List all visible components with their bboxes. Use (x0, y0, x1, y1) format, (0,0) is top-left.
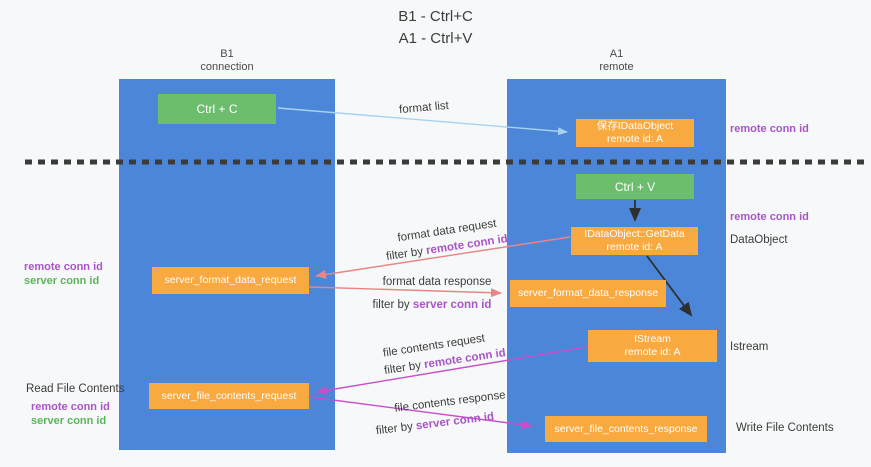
left-remote-conn-id-1: remote conn id (24, 261, 103, 273)
diagram-title: B1 - Ctrl+C A1 - Ctrl+V (0, 6, 871, 50)
lane-a1-role: remote (599, 61, 634, 73)
server-file-contents-response-box: server_file_contents_response (545, 416, 707, 442)
lane-a1-name: A1 (609, 48, 624, 60)
filter-by-text: filter by (372, 299, 413, 311)
ctrl-c-box: Ctrl + C (158, 94, 276, 124)
server-file-contents-request-box: server_file_contents_request (149, 383, 309, 409)
read-file-contents-label: Read File Contents (26, 383, 125, 395)
left-conn-id-block-1: remote conn id server conn id (24, 261, 103, 288)
server-format-data-request-box: server_format_data_request (152, 267, 309, 294)
istream-line2: remote id: A (624, 346, 681, 358)
getdata-line1: IDataObject::GetData (584, 228, 685, 240)
file-contents-response-filter-label: filter by server conn id (375, 411, 494, 437)
server-format-data-response-box: server_format_data_response (510, 280, 666, 307)
getdata-line2: remote id: A (606, 241, 663, 253)
format-list-label: format list (398, 99, 450, 117)
save-idataobject-line1: 保存IDataObject (596, 120, 674, 132)
left-server-conn-id-2: server conn id (31, 414, 107, 427)
left-conn-id-block-2: remote conn id server conn id (31, 401, 110, 428)
save-idataobject-box: 保存IDataObject remote id: A (576, 119, 694, 147)
left-server-conn-id-1: server conn id (24, 274, 100, 287)
istream-side-label: Istream (730, 341, 769, 353)
filter-by-text: filter by (375, 420, 417, 438)
filter-by-text: filter by (385, 245, 428, 264)
server-file-contents-request-label: server_file_contents_request (161, 389, 297, 402)
right-remote-conn-id-label-1: remote conn id (730, 123, 809, 135)
format-data-response-label: format data response (382, 276, 492, 288)
istream-line1: IStream (634, 333, 671, 345)
dataobject-label: DataObject (730, 234, 788, 246)
server-file-contents-response-label: server_file_contents_response (554, 422, 698, 435)
lane-header-b1: B1 connection (119, 48, 335, 74)
ctrl-v-label: Ctrl + V (614, 179, 656, 194)
lane-header-a1: A1 remote (507, 48, 726, 74)
lane-b1-name: B1 (220, 48, 234, 60)
server-format-data-response-label: server_format_data_response (517, 287, 659, 299)
diagram-title-line2: A1 - Ctrl+V (398, 30, 473, 47)
istream-box: IStream remote id: A (588, 330, 717, 362)
format-data-response-filter-label: filter by server conn id (373, 299, 492, 311)
server-conn-id-text: server conn id (412, 299, 492, 311)
write-file-contents-label: Write File Contents (736, 422, 834, 434)
left-remote-conn-id-2: remote conn id (31, 401, 110, 413)
idataobject-getdata-box: IDataObject::GetData remote id: A (571, 227, 698, 255)
ctrl-v-box: Ctrl + V (576, 174, 694, 199)
filter-by-text: filter by (383, 359, 426, 378)
lane-b1-role: connection (200, 61, 254, 73)
save-idataobject-line2: remote id: A (606, 133, 664, 145)
diagram-title-line1: B1 - Ctrl+C (398, 8, 473, 25)
server-conn-id-text: server conn id (415, 410, 495, 433)
right-remote-conn-id-label-2: remote conn id (730, 211, 809, 223)
ctrl-c-label: Ctrl + C (196, 102, 238, 116)
server-format-data-request-label: server_format_data_request (164, 274, 297, 286)
